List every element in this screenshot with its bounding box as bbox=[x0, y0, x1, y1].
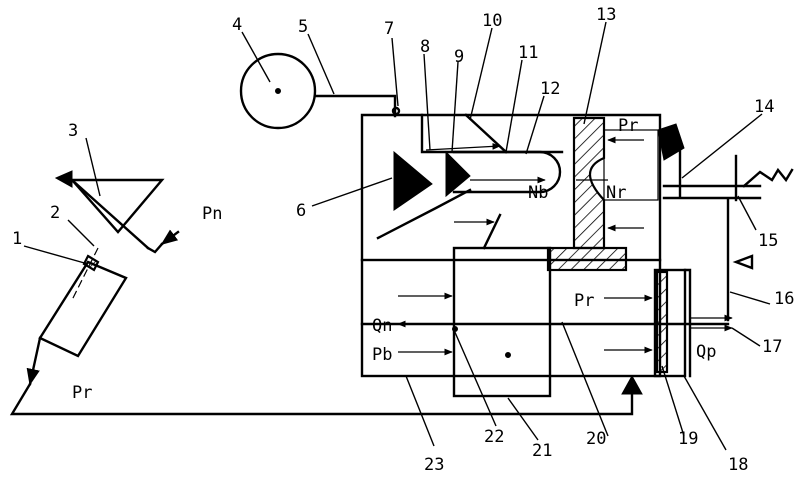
leader-20 bbox=[561, 321, 609, 437]
label-pr-mid: Pr bbox=[574, 291, 594, 311]
return-arrowhead bbox=[621, 374, 643, 395]
upper-chamber bbox=[376, 113, 659, 250]
part-number-6: 6 bbox=[296, 201, 306, 221]
part-number-8: 8 bbox=[420, 37, 430, 57]
part-number-18: 18 bbox=[728, 455, 748, 475]
part-number-17: 17 bbox=[762, 337, 782, 357]
leader-13 bbox=[583, 21, 607, 125]
leader-10 bbox=[469, 27, 493, 121]
part-number-23: 23 bbox=[424, 455, 444, 475]
valve-housing bbox=[360, 113, 730, 398]
pedal-hook bbox=[146, 242, 164, 254]
part-number-13: 13 bbox=[596, 5, 616, 25]
reservoir-tank bbox=[239, 52, 317, 130]
wedge-11 bbox=[482, 213, 502, 250]
label-pn: Pn bbox=[202, 204, 222, 224]
part-number-10: 10 bbox=[482, 11, 502, 31]
chamber-bottom-wall bbox=[376, 188, 472, 240]
cylinder-axis bbox=[71, 247, 99, 301]
part-number-20: 20 bbox=[586, 429, 606, 449]
pn-arrow bbox=[160, 229, 180, 246]
leader-4 bbox=[241, 31, 271, 83]
reservoir-center bbox=[275, 88, 281, 94]
lever-cam bbox=[657, 123, 685, 161]
part-number-14: 14 bbox=[754, 97, 774, 117]
leader-1 bbox=[23, 245, 89, 265]
lever-marker bbox=[732, 254, 754, 270]
leader-12 bbox=[525, 95, 545, 155]
part-number-7: 7 bbox=[384, 19, 394, 39]
valve-plate-19 bbox=[655, 270, 669, 374]
spool-21 bbox=[452, 246, 552, 398]
leader-5 bbox=[307, 33, 335, 95]
leader-11 bbox=[505, 59, 523, 153]
leader-23 bbox=[405, 375, 435, 447]
lower-chamber-arrows bbox=[397, 292, 733, 356]
part-number-22: 22 bbox=[484, 427, 504, 447]
part-number-9: 9 bbox=[454, 47, 464, 67]
outlet-housing bbox=[653, 268, 687, 378]
part-number-12: 12 bbox=[540, 79, 560, 99]
part-number-1: 1 bbox=[12, 229, 22, 249]
label-pr-left: Pr bbox=[72, 383, 92, 403]
part-numbers: 1 2 3 4 5 6 7 8 9 10 11 12 13 14 15 16 1… bbox=[12, 5, 794, 475]
leader-14 bbox=[681, 113, 763, 179]
diaphragm-9 bbox=[445, 150, 471, 198]
return-line bbox=[9, 382, 634, 416]
spool-dot bbox=[505, 352, 511, 358]
diaphragm-6 bbox=[393, 150, 433, 211]
label-nb: Nb bbox=[528, 183, 548, 203]
valve-port bbox=[603, 129, 659, 201]
leader-16 bbox=[729, 291, 771, 305]
cylinder-body bbox=[38, 260, 128, 358]
part-number-21: 21 bbox=[532, 441, 552, 461]
leader-2 bbox=[67, 219, 95, 247]
lever-spring bbox=[742, 167, 794, 188]
leader-9 bbox=[451, 61, 459, 153]
reservoir bbox=[239, 52, 401, 130]
reservoir-line bbox=[313, 94, 397, 118]
leader-22 bbox=[453, 329, 497, 427]
label-pb: Pb bbox=[372, 345, 392, 365]
label-nr: Nr bbox=[606, 183, 626, 203]
leader-15 bbox=[737, 195, 757, 231]
leader-18 bbox=[683, 375, 727, 451]
part-number-4: 4 bbox=[232, 15, 242, 35]
part-number-3: 3 bbox=[68, 121, 78, 141]
label-qn: Qn bbox=[372, 316, 392, 336]
valve-body-13 bbox=[572, 116, 606, 250]
housing-upper bbox=[360, 113, 662, 262]
part-number-15: 15 bbox=[758, 231, 778, 251]
label-qp: Qp bbox=[696, 342, 716, 362]
part-number-16: 16 bbox=[774, 289, 794, 309]
leader-17 bbox=[731, 327, 761, 347]
housing-lower bbox=[360, 258, 662, 378]
leader-3 bbox=[85, 137, 101, 197]
text-labels: Pr Pn Pr Nb Nr Pr Qn Pb Qp bbox=[72, 116, 716, 403]
leader-19 bbox=[661, 365, 685, 437]
leader-7 bbox=[391, 37, 399, 107]
flow-arrow-upper bbox=[425, 143, 501, 151]
lever-assembly bbox=[657, 123, 794, 322]
part-number-2: 2 bbox=[50, 203, 60, 223]
label-pr-top: Pr bbox=[618, 116, 638, 136]
part-number-19: 19 bbox=[678, 429, 698, 449]
pedal-triangle bbox=[69, 178, 165, 234]
leader-6 bbox=[311, 177, 393, 207]
seat-hatched bbox=[546, 246, 628, 272]
leader-lines bbox=[23, 21, 771, 451]
pedal-pivot-marker bbox=[54, 170, 73, 188]
leader-8 bbox=[423, 53, 431, 151]
part-number-5: 5 bbox=[298, 17, 308, 37]
pedal-assembly bbox=[9, 170, 643, 416]
piston-12 bbox=[452, 150, 562, 194]
pedal-arm bbox=[70, 178, 150, 250]
outlet-wall bbox=[683, 268, 692, 378]
part-number-11: 11 bbox=[518, 43, 538, 63]
leader-21 bbox=[507, 397, 539, 441]
cylinder-outlet bbox=[26, 336, 42, 386]
